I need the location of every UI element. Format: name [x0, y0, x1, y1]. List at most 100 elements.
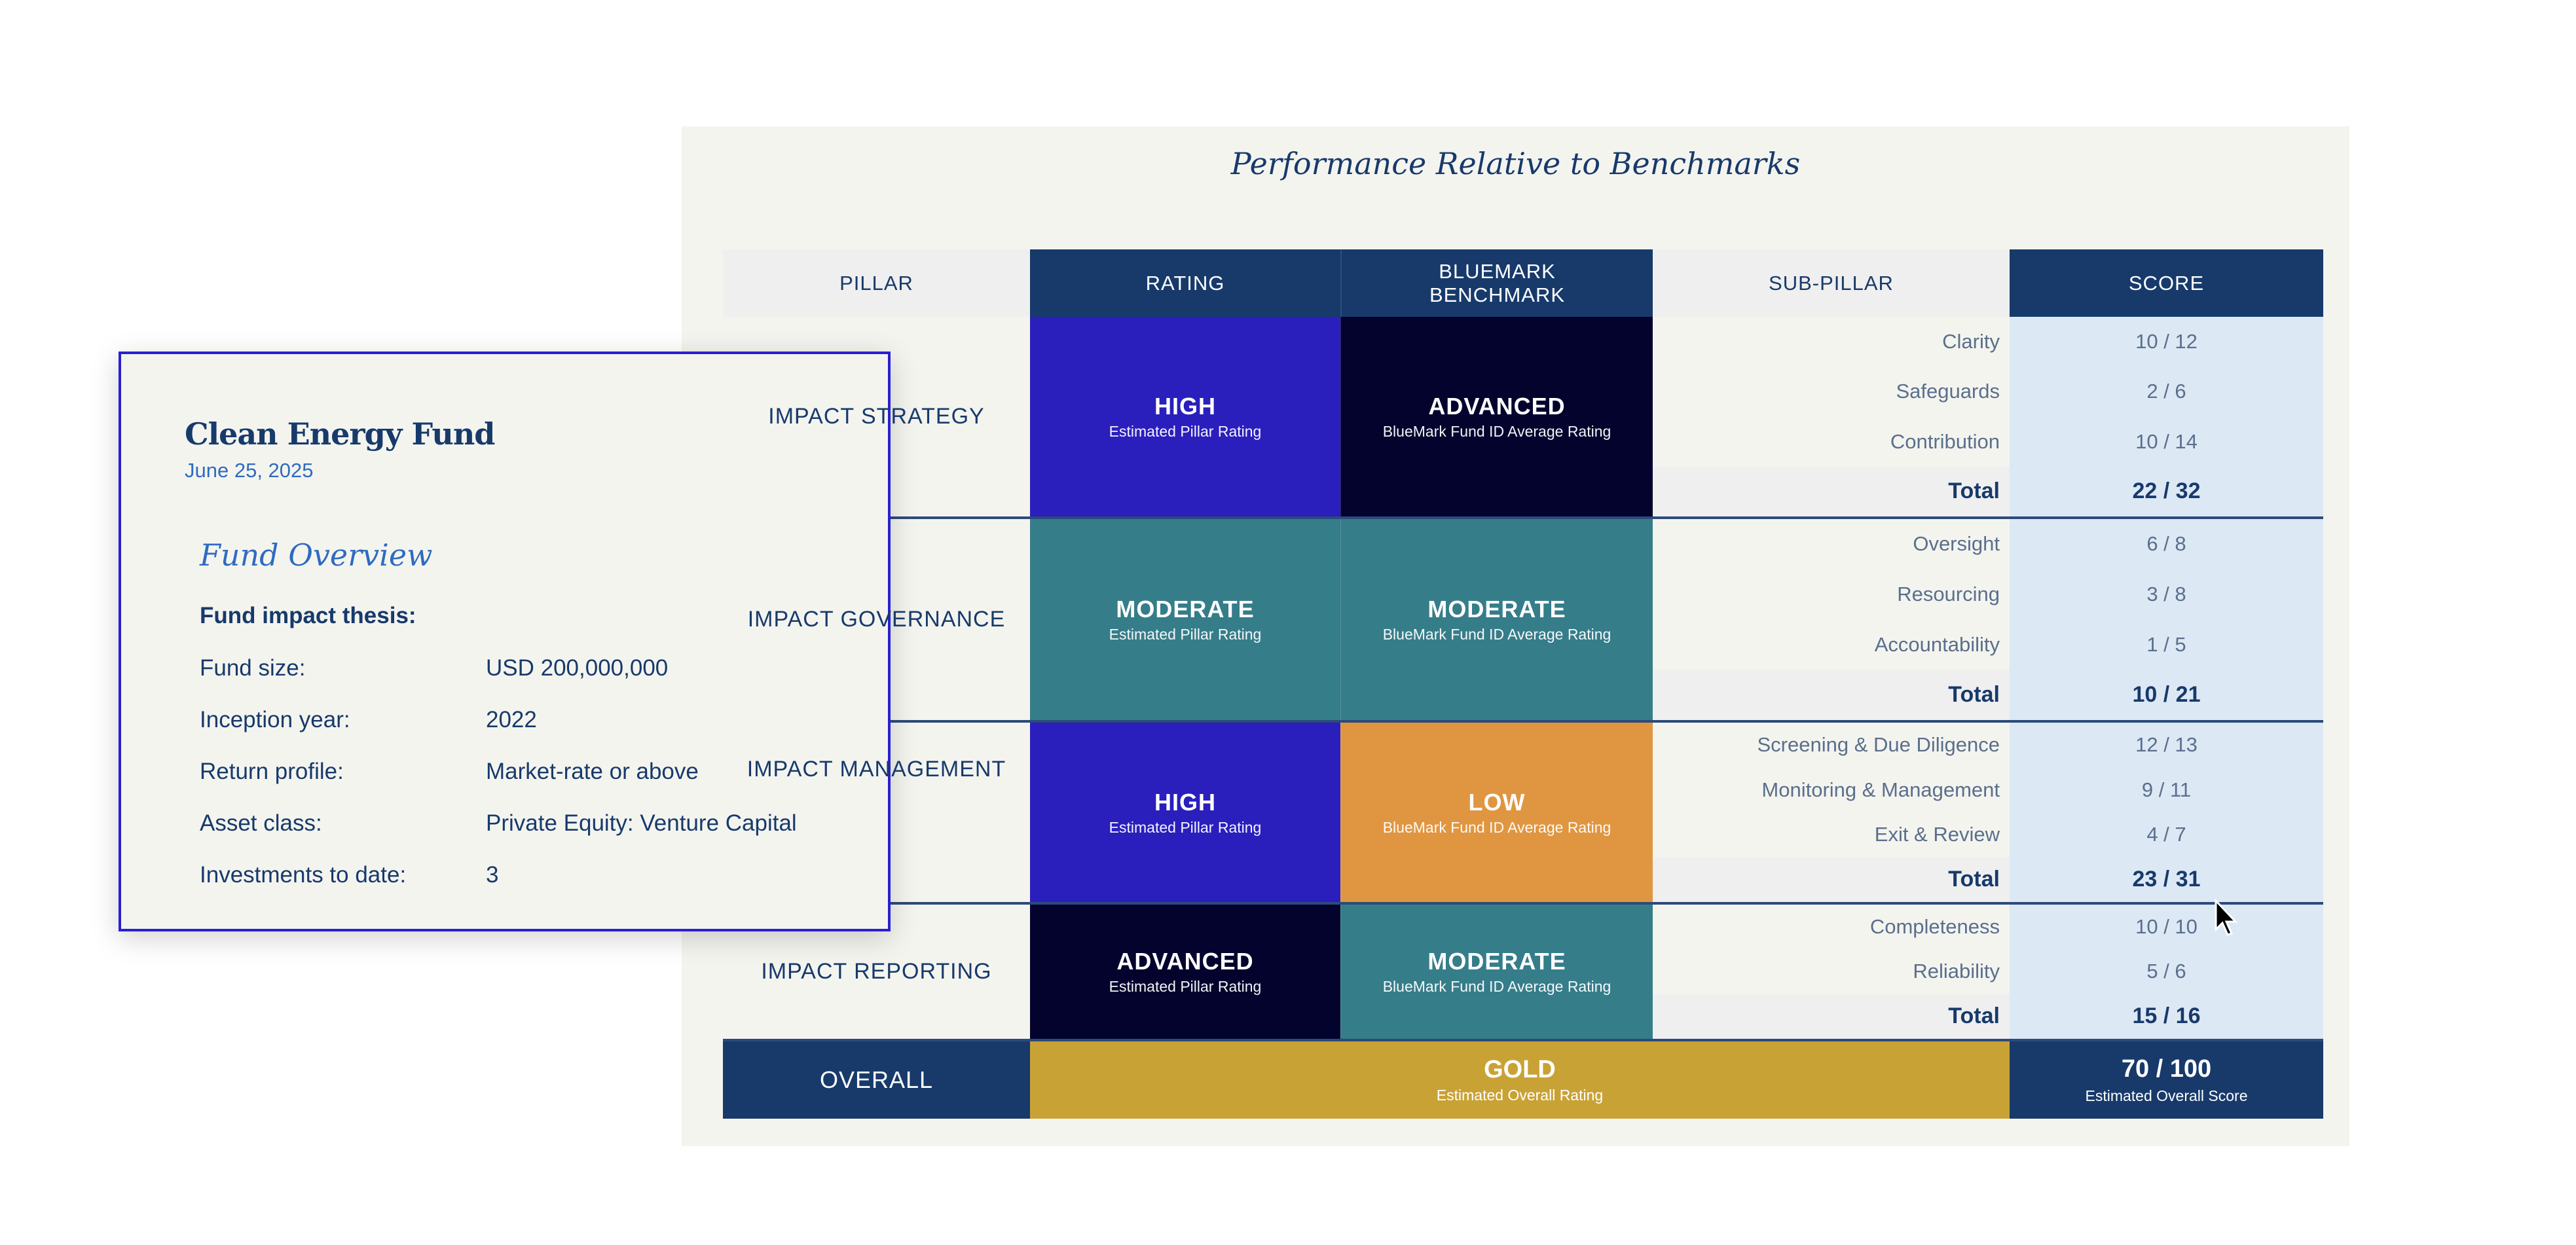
- field-value: Market-rate or above: [486, 759, 699, 784]
- field-value: Private Equity: Venture Capital: [486, 810, 797, 836]
- subpillar-score: 6 / 8: [2010, 519, 2323, 569]
- table-header: PILLAR RATING BLUEMARK BENCHMARK SUB-PIL…: [723, 249, 2323, 317]
- rating-sub: Estimated Pillar Rating: [1109, 978, 1262, 995]
- rating-value: ADVANCED: [1116, 948, 1254, 975]
- field-label: Inception year:: [200, 707, 350, 732]
- field-label: Return profile:: [200, 759, 344, 784]
- benchmark-sub: BlueMark Fund ID Average Rating: [1382, 818, 1611, 836]
- header-score: SCORE: [2010, 249, 2323, 317]
- rating-cell: ADVANCED Estimated Pillar Rating: [1030, 905, 1340, 1039]
- field-value: 3: [486, 862, 499, 888]
- overall-label: OVERALL: [723, 1041, 1030, 1119]
- total-label: Total: [1653, 994, 2010, 1039]
- benchmark-table: PILLAR RATING BLUEMARK BENCHMARK SUB-PIL…: [723, 249, 2323, 1119]
- header-subpillar: SUB-PILLAR: [1653, 249, 2010, 317]
- benchmark-cell: LOW BlueMark Fund ID Average Rating: [1340, 723, 1653, 902]
- pillar-group: IMPACT REPORTING ADVANCED Estimated Pillar…: [723, 905, 2323, 1041]
- subpillar-score: 2 / 6: [2010, 367, 2323, 417]
- overall-rating-sub: Estimated Overall Rating: [1436, 1087, 1604, 1104]
- subpillar-name: Monitoring & Management: [1761, 778, 2000, 801]
- total-score: 10 / 21: [2010, 670, 2323, 720]
- subpillar-name: Safeguards: [1896, 380, 2000, 403]
- overall-rating-cell: GOLD Estimated Overall Rating: [1030, 1041, 2010, 1119]
- subpillar-score: 1 / 5: [2010, 619, 2323, 670]
- overview-field: Fund size: USD 200,000,000: [200, 655, 668, 681]
- field-label: Asset class:: [200, 810, 322, 836]
- subpillar-name: Accountability: [1874, 632, 2000, 656]
- fund-name: Clean Energy Fund: [185, 416, 495, 452]
- benchmark-sub: BlueMark Fund ID Average Rating: [1382, 626, 1611, 643]
- subpillar-score: 12 / 13: [2010, 723, 2323, 768]
- subpillar-name: Oversight: [1913, 532, 2000, 556]
- subpillar-score: 3 / 8: [2010, 569, 2323, 620]
- total-score: 15 / 16: [2010, 994, 2323, 1039]
- subpillar-row: Monitoring & Management 9 / 11: [1653, 767, 2323, 812]
- total-score: 23 / 31: [2010, 857, 2323, 902]
- total-score: 22 / 32: [2010, 466, 2323, 516]
- overall-score: 70 / 100: [2121, 1055, 2212, 1083]
- pillar-name: IMPACT STRATEGY: [768, 404, 985, 429]
- field-value: 2022: [486, 707, 537, 732]
- subpillar-name: Reliability: [1913, 960, 2000, 983]
- subpillar-score: 10 / 12: [2010, 317, 2323, 367]
- rating-sub: Estimated Pillar Rating: [1109, 423, 1262, 440]
- subpillar-name: Completeness: [1869, 915, 2000, 939]
- overview-field: Inception year: 2022: [200, 707, 537, 733]
- subpillar-row: Exit & Review 4 / 7: [1653, 812, 2323, 857]
- benchmark-value: MODERATE: [1427, 596, 1566, 622]
- pillar-groups: IMPACT STRATEGY HIGH Estimated Pillar Rati…: [723, 317, 2323, 1041]
- report-date: June 25, 2025: [185, 459, 314, 482]
- rating-value: HIGH: [1154, 393, 1216, 420]
- pillar-group: IMPACT MANAGEMENT HIGH Estimated Pillar Ra…: [723, 723, 2323, 905]
- header-pillar: PILLAR: [723, 249, 1030, 317]
- pillar-cell: IMPACT REPORTING: [723, 905, 1030, 1039]
- field-value: USD 200,000,000: [486, 655, 669, 681]
- pillar-name: IMPACT REPORTING: [761, 959, 992, 984]
- overview-field: Asset class: Private Equity: Venture Capi…: [200, 810, 797, 837]
- subpillar-score: 10 / 14: [2010, 416, 2323, 467]
- fund-overview-card: Clean Energy Fund June 25, 2025 Fund Ove…: [119, 352, 891, 931]
- subpillar-score: 9 / 11: [2010, 767, 2323, 812]
- section-title: Fund Overview: [200, 537, 433, 573]
- subpillar-score: 5 / 6: [2010, 949, 2323, 994]
- rating-value: HIGH: [1154, 788, 1216, 816]
- overall-rating: GOLD: [1484, 1056, 1556, 1083]
- benchmark-panel: Performance Relative to Benchmarks PILLA…: [682, 126, 2349, 1146]
- total-label: Total: [1653, 857, 2010, 902]
- mouse-cursor-icon: [2215, 898, 2238, 936]
- overall-row: OVERALL GOLD Estimated Overall Rating 70…: [723, 1041, 2323, 1119]
- rating-sub: Estimated Pillar Rating: [1109, 818, 1262, 836]
- subpillar-score: 4 / 7: [2010, 812, 2323, 857]
- subpillar-row: Clarity 10 / 12: [1653, 317, 2323, 367]
- pillar-group: IMPACT STRATEGY HIGH Estimated Pillar Rati…: [723, 317, 2323, 519]
- rating-cell: HIGH Estimated Pillar Rating: [1030, 723, 1340, 902]
- total-label: Total: [1653, 466, 2010, 516]
- total-label: Total: [1653, 670, 2010, 720]
- benchmark-sub: BlueMark Fund ID Average Rating: [1382, 423, 1611, 440]
- subpillar-row: Safeguards 2 / 6: [1653, 367, 2323, 417]
- overview-field: Return profile: Market-rate or above: [200, 759, 699, 785]
- pillar-name: IMPACT MANAGEMENT: [746, 757, 1006, 782]
- subpillar-name: Exit & Review: [1874, 823, 2000, 846]
- subpillar-name: Clarity: [1942, 330, 2000, 353]
- header-benchmark: BLUEMARK BENCHMARK: [1340, 249, 1653, 317]
- benchmark-value: LOW: [1468, 788, 1526, 816]
- rating-value: MODERATE: [1116, 596, 1255, 622]
- overall-score-cell: 70 / 100 Estimated Overall Score: [2010, 1041, 2323, 1119]
- field-label: Fund size:: [200, 655, 306, 681]
- subpillar-row: Accountability 1 / 5: [1653, 619, 2323, 670]
- overall-score-sub: Estimated Overall Score: [2085, 1087, 2248, 1104]
